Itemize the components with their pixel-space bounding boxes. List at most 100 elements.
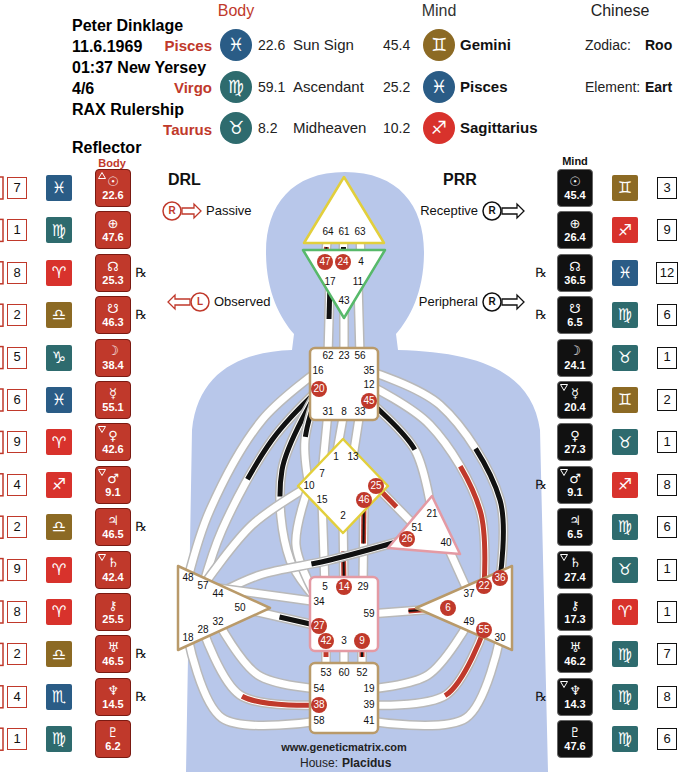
gate-number: 11 <box>353 277 363 287</box>
degree-value: 10.2 <box>383 120 410 136</box>
gate-number: 16 <box>312 366 323 376</box>
zodiac-symbol: ♈ <box>52 434 66 452</box>
zodiac-symbol: ♐ <box>618 476 632 494</box>
line-number-box: 8 <box>657 686 677 708</box>
line-number: 1 <box>13 732 20 746</box>
gate-line-value: 6.5 <box>567 528 582 540</box>
gate-activation <box>356 492 372 508</box>
planet-box: ♂9.1 <box>557 466 593 504</box>
center-outline <box>416 566 512 650</box>
line-number: 8 <box>663 690 670 704</box>
planet-symbol: ☊ <box>569 260 581 274</box>
chinese-value: Roo <box>645 37 672 53</box>
gate-number: 62 <box>322 351 333 361</box>
gate-activation <box>311 618 327 634</box>
line-number: 2 <box>13 520 20 534</box>
gate-line-value: 46.2 <box>564 655 585 667</box>
retrograde-mark: ℞ <box>535 265 547 280</box>
line-number-box: 2 <box>7 516 27 538</box>
gate-number: 48 <box>182 573 193 583</box>
channel-outline <box>369 638 500 726</box>
aspect-marker <box>98 172 106 179</box>
cut-column-box <box>0 516 3 538</box>
chart-header: Reflector <box>72 139 141 157</box>
center-outline <box>303 250 385 318</box>
gate-number: 44 <box>212 589 223 599</box>
gate-number: 29 <box>357 582 368 592</box>
line-number: 9 <box>13 435 20 449</box>
line-number: 6 <box>663 520 670 534</box>
planet-symbol: ♆ <box>107 684 119 698</box>
zodiac-symbol: ♈ <box>52 264 66 282</box>
degree-value: 8.2 <box>258 120 277 136</box>
arrow-letter: R <box>488 205 495 217</box>
planet-symbol: ⊕ <box>108 217 119 231</box>
channel-core <box>203 630 319 705</box>
line-number-box: 1 <box>657 559 677 581</box>
zodiac-symbol: ♊ <box>618 179 632 197</box>
arrow-letter: L <box>197 296 203 308</box>
center-outline <box>178 566 270 650</box>
line-number: 3 <box>663 181 670 195</box>
line-number: 12 <box>660 266 674 280</box>
gate-activation <box>368 478 384 494</box>
line-number-box: 7 <box>657 643 677 665</box>
channel-core <box>369 638 500 726</box>
gate-line-value: 14.3 <box>564 698 585 710</box>
chinese-field: Element: <box>585 79 640 95</box>
gate-number: 30 <box>494 633 505 643</box>
gate-line-value: 42.6 <box>102 443 123 455</box>
column-heading: Body <box>218 2 254 20</box>
center-outline <box>310 348 378 420</box>
center-outline <box>310 577 378 651</box>
chinese-value: Eart <box>645 79 672 95</box>
planet-box: ♃6.5 <box>557 508 593 546</box>
channel <box>188 638 319 726</box>
cut-column-box <box>0 686 3 708</box>
zodiac-box: ♍ <box>612 641 638 667</box>
zodiac-box: ♈ <box>46 599 72 625</box>
energy-center: 48574450322818 <box>175 563 273 653</box>
gate-number: 1 <box>333 452 339 462</box>
planet-symbol: ♅ <box>569 641 581 655</box>
gate-number: 58 <box>313 716 324 726</box>
channel-core <box>218 622 319 689</box>
zodiac-box: ♐ <box>612 472 638 498</box>
planet-symbol: ☉ <box>569 175 581 189</box>
line-number-box: 4 <box>7 474 27 496</box>
sign-icon <box>423 29 455 61</box>
gate-activation <box>399 531 415 547</box>
gate-line-value: 6.5 <box>567 316 582 328</box>
aspect-marker <box>561 681 568 687</box>
variable-name: Observed <box>214 295 270 310</box>
zodiac-box: ♉ <box>612 557 638 583</box>
planet-box: ☊25.3 <box>95 254 131 292</box>
column-heading: Mind <box>562 155 588 168</box>
gate-activation <box>311 381 327 397</box>
angle-name: Ascendant <box>293 78 364 95</box>
design-activation <box>203 630 319 705</box>
energy-center: 1137102515462 <box>295 436 391 536</box>
energy-center: 622356163512204531833 <box>308 346 380 422</box>
gate-number: 50 <box>234 603 245 613</box>
gate-number: 41 <box>363 716 374 726</box>
line-number-box: 9 <box>657 219 677 241</box>
retrograde-mark: ℞ <box>135 308 147 323</box>
line-number-box: 1 <box>7 728 27 750</box>
gate-line-value: 9.1 <box>105 486 120 498</box>
chart-header: 4/6 <box>72 80 94 98</box>
arrow-icon <box>191 293 209 311</box>
line-number: 1 <box>13 223 20 237</box>
gate-number: 52 <box>356 668 367 678</box>
center-outline <box>310 663 378 733</box>
sign-symbol: ♓ <box>228 35 244 56</box>
aspect-marker <box>560 384 568 391</box>
gate-line-value: 46.3 <box>102 316 123 328</box>
center-outline <box>310 663 378 733</box>
zodiac-symbol: ♍ <box>52 730 66 748</box>
planet-box: ♃46.5 <box>95 508 131 546</box>
aspect-marker <box>99 554 106 560</box>
aspect-marker <box>98 469 106 476</box>
zodiac-symbol: ♈ <box>52 561 66 579</box>
gate-number: 43 <box>338 296 349 306</box>
